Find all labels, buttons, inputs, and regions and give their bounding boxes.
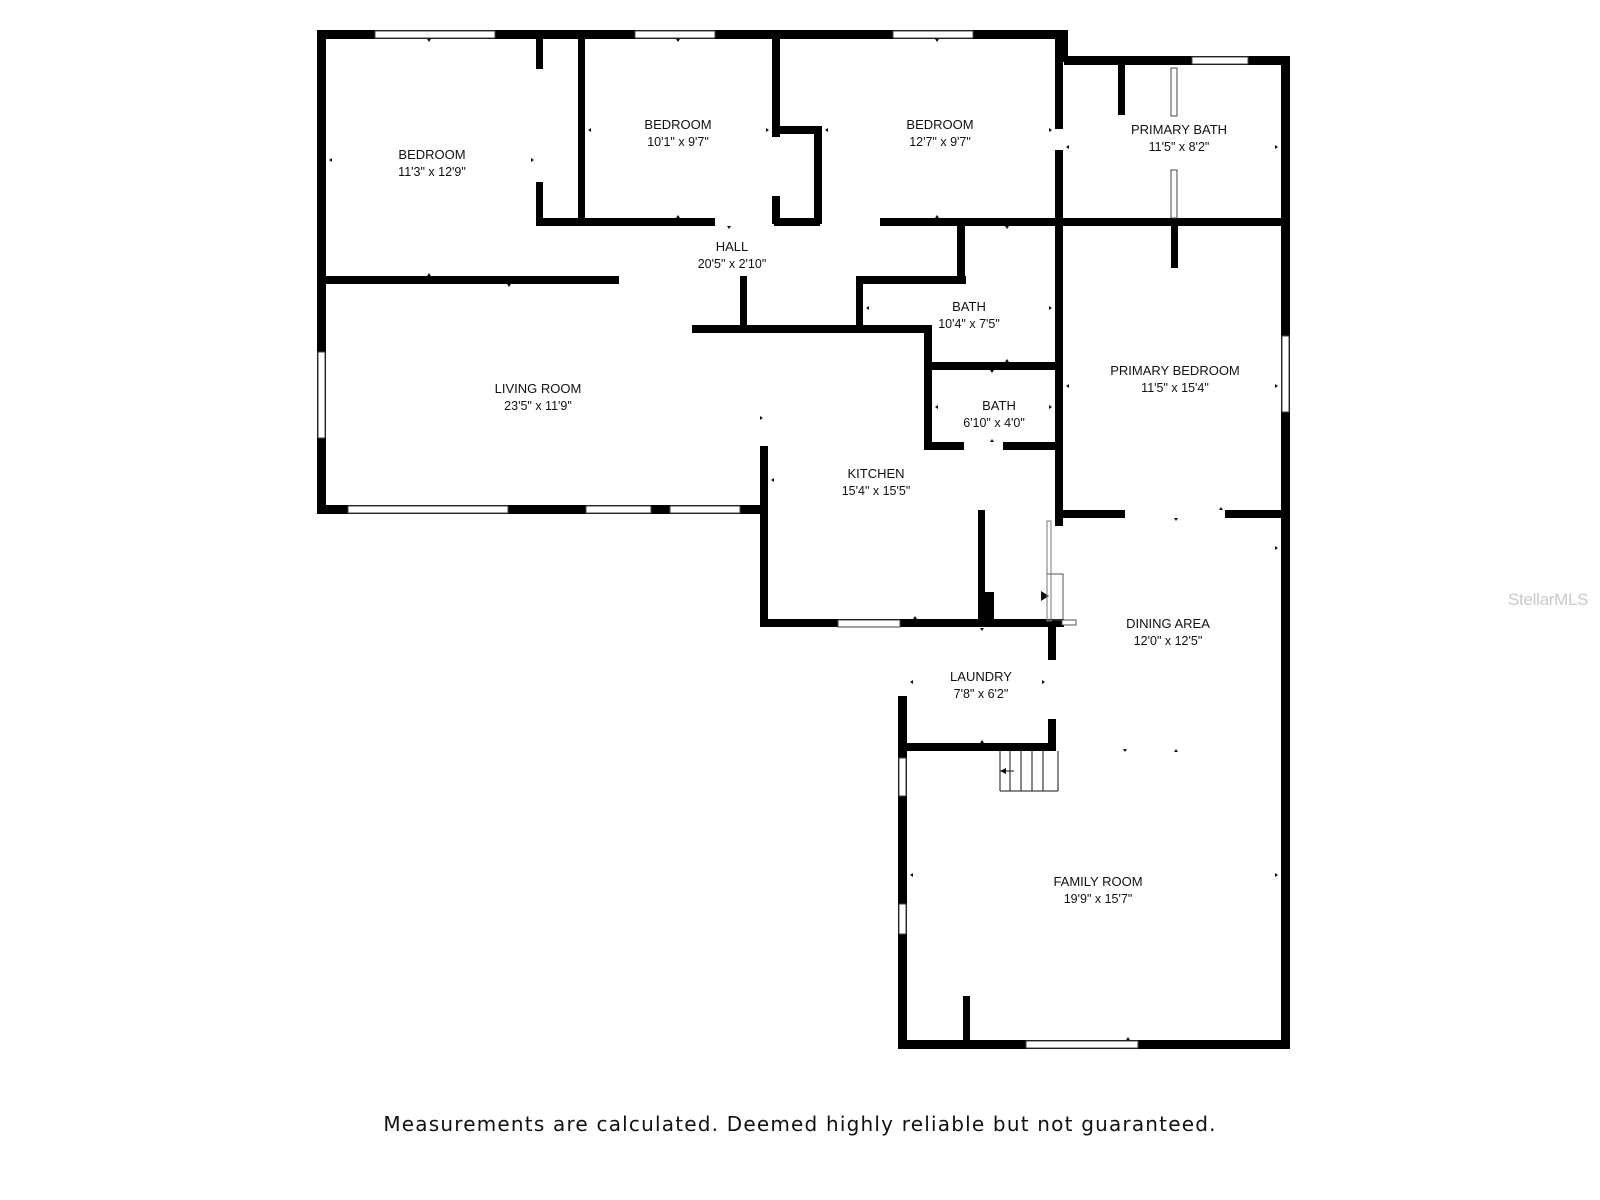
primary-bath-name: PRIMARY BATH — [1131, 122, 1227, 137]
primary-bedroom-name: PRIMARY BEDROOM — [1110, 363, 1240, 378]
bedroom-east-name: BEDROOM — [906, 117, 973, 132]
family-room-name: FAMILY ROOM — [1053, 874, 1142, 889]
bedroom-middle-dims: 10'1" x 9'7" — [647, 135, 709, 149]
living-room-dims: 23'5" x 11'9" — [504, 399, 572, 413]
dining-area-dims: 12'0" x 12'5" — [1134, 634, 1203, 648]
appliance-outline — [1046, 520, 1077, 626]
kitchen-dims: 15'4" x 15'5" — [842, 484, 911, 498]
bath-lower-name: BATH — [982, 398, 1016, 413]
walls — [317, 30, 1290, 1049]
primary-bath-dims: 11'5" x 8'2" — [1149, 140, 1210, 154]
bedroom-middle-name: BEDROOM — [644, 117, 711, 132]
room-labels: BEDROOM 11'3" x 12'9" BEDROOM 10'1" x 9'… — [398, 117, 1240, 906]
stairs-icon — [999, 751, 1059, 792]
kitchen-name: KITCHEN — [847, 466, 904, 481]
dining-area-name: DINING AREA — [1126, 616, 1210, 631]
windows — [317, 30, 1290, 1049]
disclaimer: Measurements are calculated. Deemed high… — [383, 1112, 1217, 1136]
bath-lower-dims: 6'10" x 4'0" — [963, 416, 1025, 430]
bath-upper-dims: 10'4" x 7'5" — [938, 317, 1000, 331]
primary-bedroom-dims: 11'5" x 15'4" — [1141, 381, 1209, 395]
living-room-name: LIVING ROOM — [495, 381, 582, 396]
hall-name: HALL — [716, 239, 749, 254]
laundry-dims: 7'8" x 6'2" — [954, 687, 1009, 701]
bedroom-west-name: BEDROOM — [398, 147, 465, 162]
hall-dims: 20'5" x 2'10" — [698, 257, 767, 271]
dimension-markers — [329, 39, 1278, 1040]
bedroom-west-dims: 11'3" x 12'9" — [398, 165, 466, 179]
watermark: StellarMLS — [1508, 590, 1589, 609]
laundry-name: LAUNDRY — [950, 669, 1012, 684]
bath-upper-name: BATH — [952, 299, 986, 314]
bedroom-east-dims: 12'7" x 9'7" — [909, 135, 971, 149]
family-room-dims: 19'9" x 15'7" — [1064, 892, 1133, 906]
